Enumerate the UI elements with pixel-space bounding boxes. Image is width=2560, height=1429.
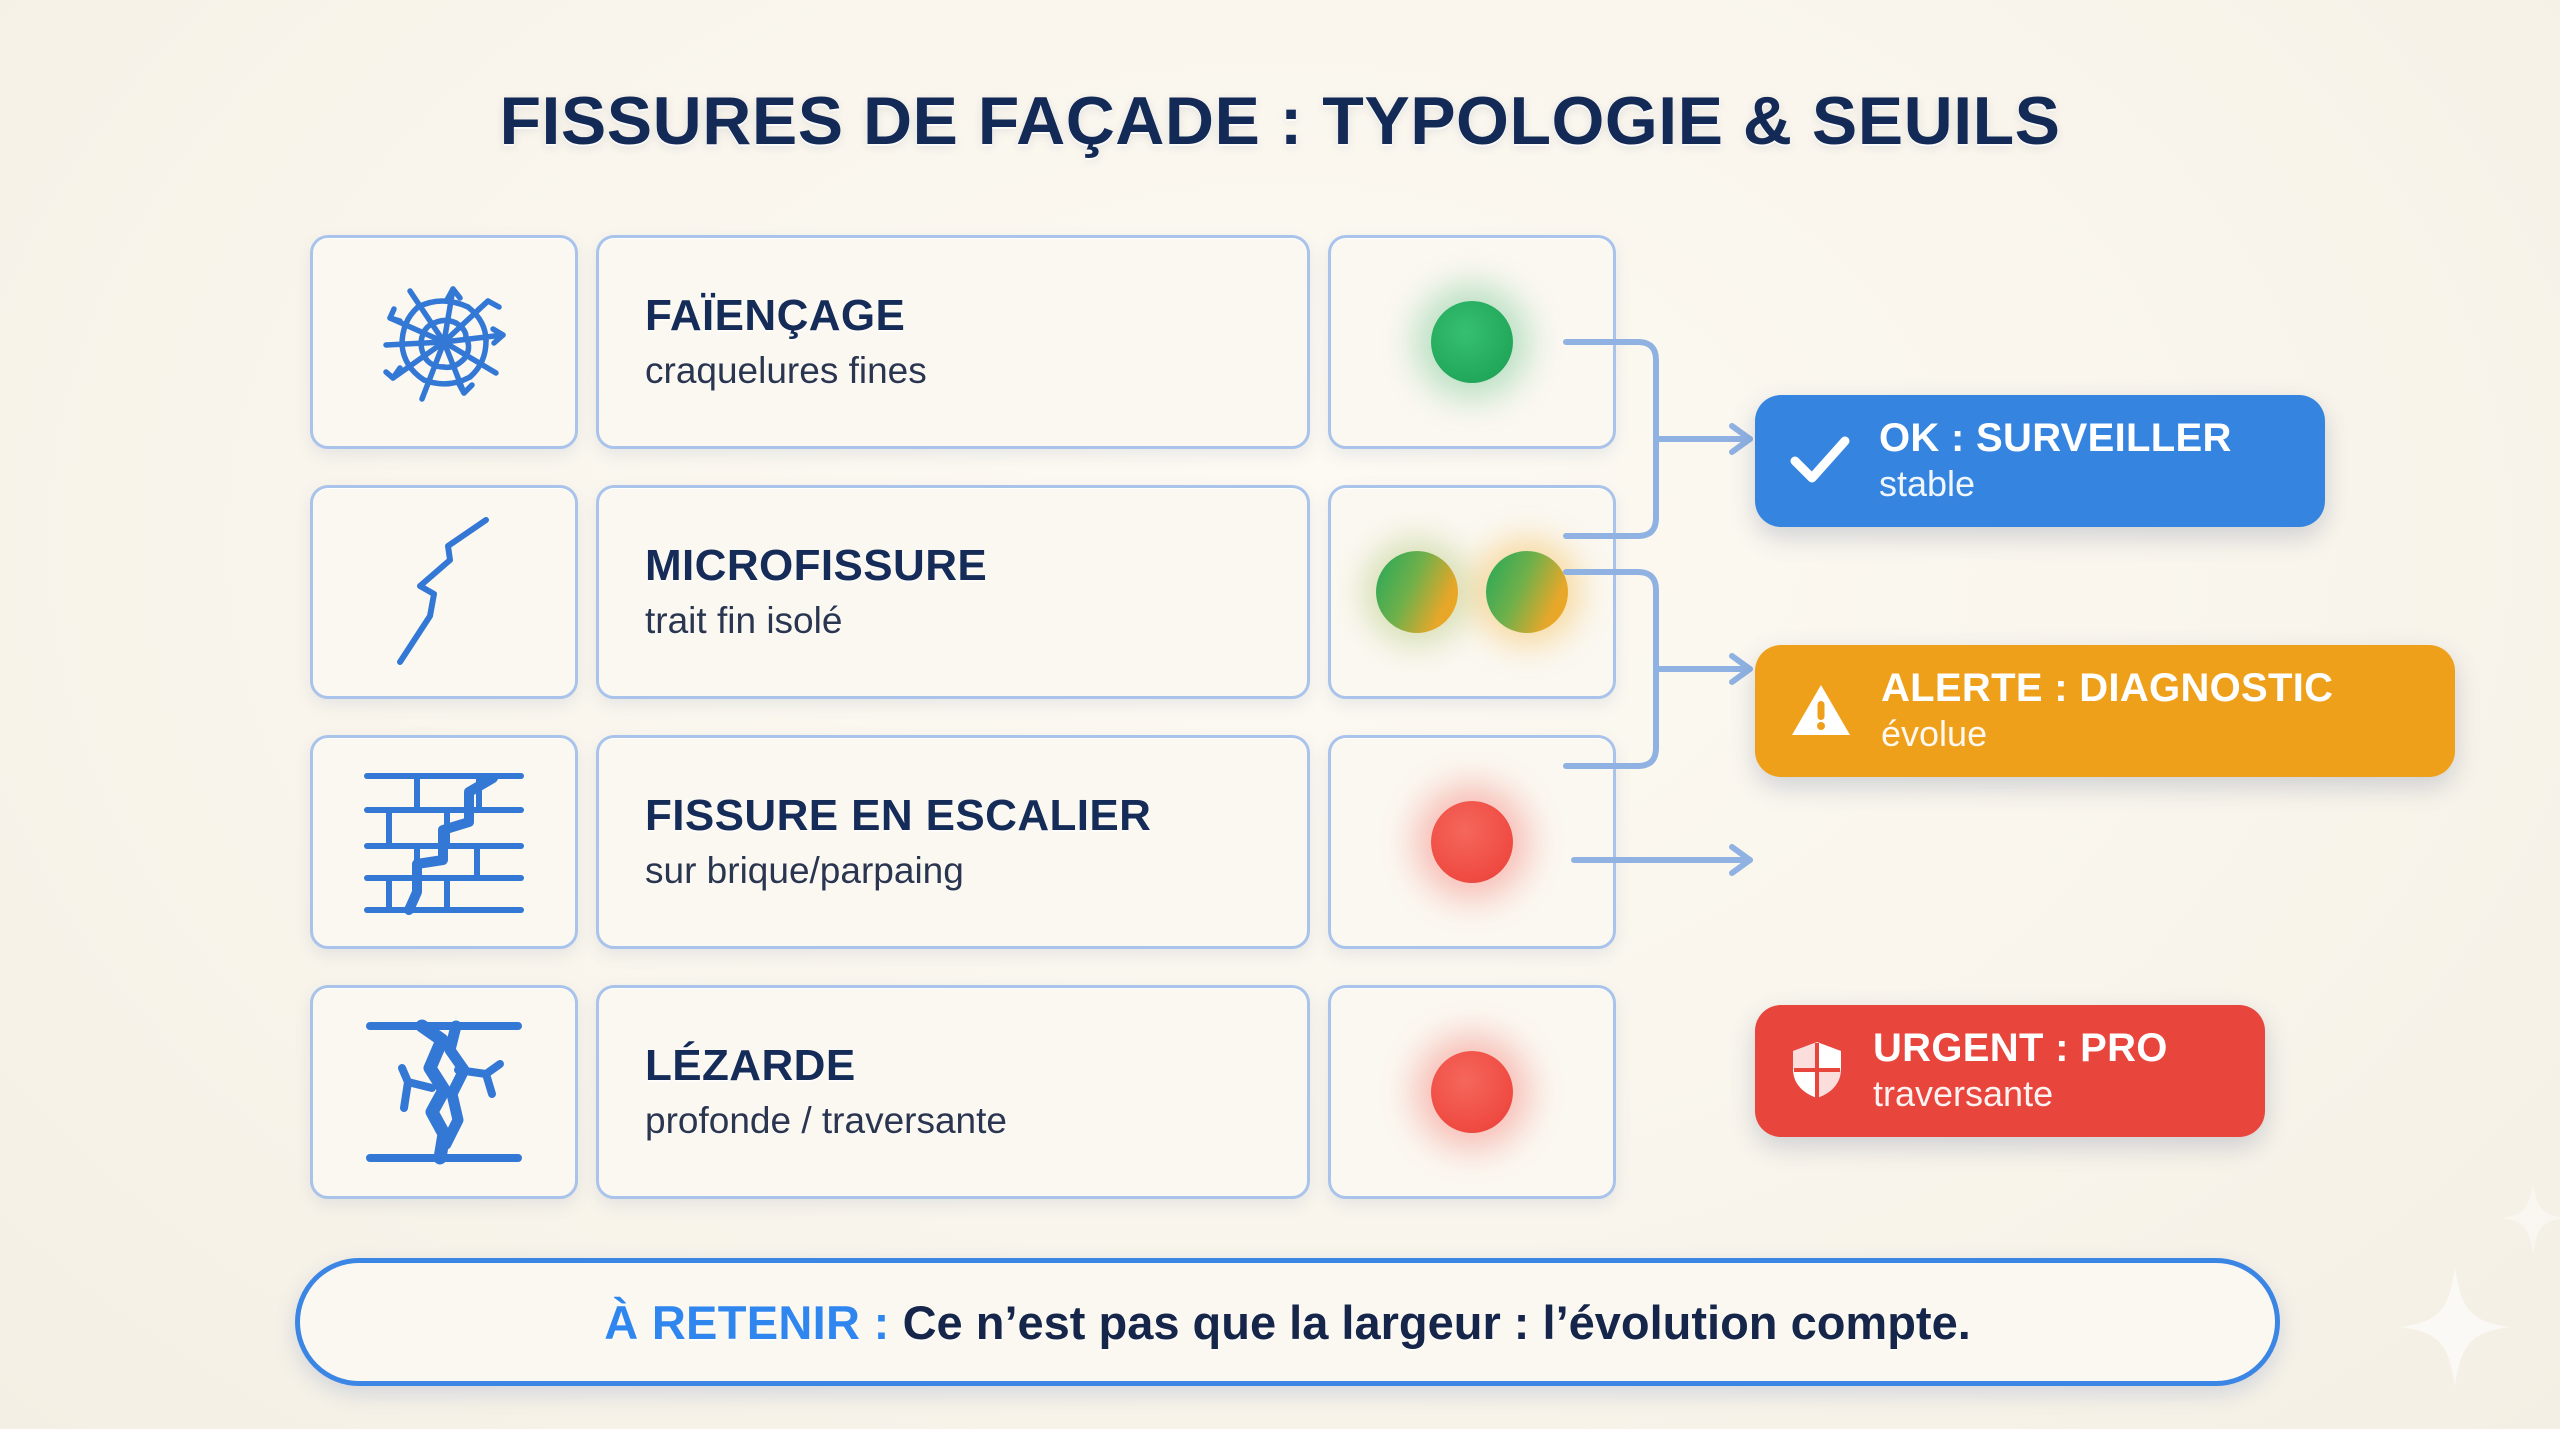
thin-zigzag-crack-icon bbox=[378, 512, 510, 672]
row-label-card-faiencage: FAÏENÇAGE craquelures fines bbox=[596, 235, 1310, 449]
table-row: LÉZARDE profonde / traversante bbox=[310, 985, 1616, 1199]
deep-branching-crack-icon bbox=[360, 1016, 528, 1168]
row-label-card-lezarde: LÉZARDE profonde / traversante bbox=[596, 985, 1310, 1199]
table-row: FISSURE EN ESCALIER sur brique/parpaing bbox=[310, 735, 1616, 949]
brick-staircase-crack-icon bbox=[359, 764, 529, 920]
status-dot-green-orange bbox=[1486, 551, 1568, 633]
row-subtitle: sur brique/parpaing bbox=[645, 850, 964, 892]
row-subtitle: profonde / traversante bbox=[645, 1100, 1007, 1142]
badge-title: URGENT : PRO bbox=[1873, 1026, 2168, 1070]
row-icon-card-escalier bbox=[310, 735, 578, 949]
row-title: MICROFISSURE bbox=[645, 540, 988, 590]
row-icon-card-microfissure bbox=[310, 485, 578, 699]
shield-icon bbox=[1789, 1039, 1845, 1101]
crazing-web-icon bbox=[360, 263, 528, 421]
badge-ok-surveiller[interactable]: OK : SURVEILLER stable bbox=[1755, 395, 2325, 527]
row-severity-card-faiencage bbox=[1328, 235, 1616, 449]
takeaway-keyword: À RETENIR : bbox=[604, 1295, 890, 1349]
row-severity-card-microfissure bbox=[1328, 485, 1616, 699]
row-label-card-escalier: FISSURE EN ESCALIER sur brique/parpaing bbox=[596, 735, 1310, 949]
row-title: LÉZARDE bbox=[645, 1040, 856, 1090]
sparkle-decoration-icon bbox=[2395, 1262, 2515, 1392]
table-row: FAÏENÇAGE craquelures fines bbox=[310, 235, 1616, 449]
badge-subtitle: traversante bbox=[1873, 1073, 2054, 1114]
row-label-card-microfissure: MICROFISSURE trait fin isolé bbox=[596, 485, 1310, 699]
table-row: MICROFISSURE trait fin isolé bbox=[310, 485, 1616, 699]
takeaway-line: À RETENIR : Ce n’est pas que la largeur … bbox=[604, 1295, 1971, 1350]
check-icon bbox=[1789, 433, 1851, 487]
takeaway-text: Ce n’est pas que la largeur : l’évolutio… bbox=[889, 1295, 1971, 1349]
takeaway-banner: À RETENIR : Ce n’est pas que la largeur … bbox=[295, 1258, 2280, 1386]
row-severity-card-escalier bbox=[1328, 735, 1616, 949]
row-title: FISSURE EN ESCALIER bbox=[645, 790, 1152, 840]
status-dot-red bbox=[1431, 801, 1513, 883]
badge-urgent-pro[interactable]: URGENT : PRO traversante bbox=[1755, 1005, 2265, 1137]
row-subtitle: trait fin isolé bbox=[645, 600, 843, 642]
row-icon-card-faiencage bbox=[310, 235, 578, 449]
sparkle-small-decoration-icon bbox=[2498, 1180, 2560, 1256]
page-title: FISSURES DE FAÇADE : TYPOLOGIE & SEUILS bbox=[499, 83, 2061, 159]
row-icon-card-lezarde bbox=[310, 985, 578, 1199]
badge-subtitle: évolue bbox=[1881, 713, 1988, 754]
status-dot-green-orange bbox=[1376, 551, 1458, 633]
row-title: FAÏENÇAGE bbox=[645, 290, 906, 340]
status-dot-green bbox=[1431, 301, 1513, 383]
badge-subtitle: stable bbox=[1879, 463, 1976, 504]
status-dot-red bbox=[1431, 1051, 1513, 1133]
badge-alerte-diagnostic[interactable]: ALERTE : DIAGNOSTIC évolue bbox=[1755, 645, 2455, 777]
row-severity-card-lezarde bbox=[1328, 985, 1616, 1199]
row-subtitle: craquelures fines bbox=[645, 350, 927, 392]
badge-title: ALERTE : DIAGNOSTIC bbox=[1881, 666, 2334, 710]
badge-title: OK : SURVEILLER bbox=[1879, 416, 2232, 460]
warning-triangle-icon bbox=[1789, 681, 1853, 739]
